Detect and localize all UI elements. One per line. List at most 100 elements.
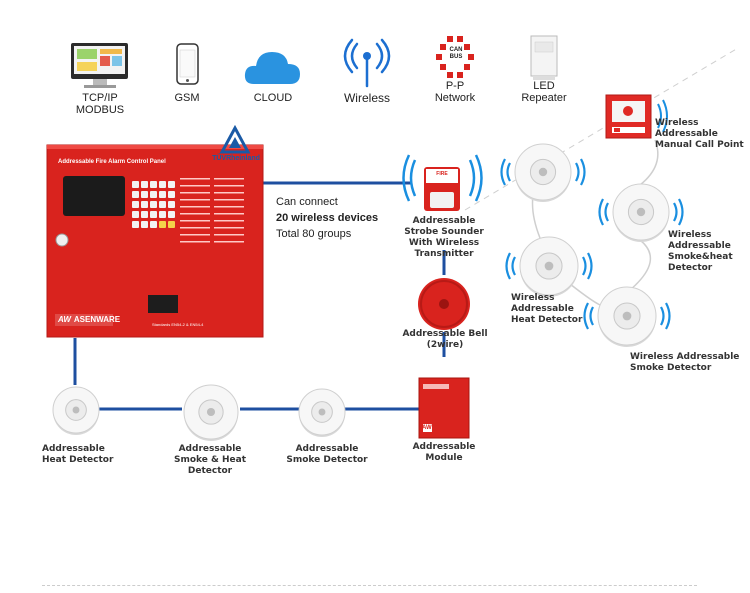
keypad-key: [141, 181, 148, 188]
wireless-detector-top-icon: [500, 143, 586, 202]
lcd-screen: [63, 176, 125, 216]
strobe-sounder-icon: [402, 154, 483, 211]
led-row: [180, 192, 210, 194]
panel-model-text: Standards EN54-2 & EN54-4: [152, 322, 204, 327]
bus-wiring: [73, 181, 446, 411]
led-row: [180, 199, 210, 201]
wireless-smoke-detector-icon: [583, 286, 671, 347]
addressable-module-icon: [418, 377, 470, 439]
phone-icon: [176, 43, 199, 85]
keypad-key: [132, 191, 139, 198]
panel-keypad: [132, 181, 175, 228]
keypad-key: [141, 221, 148, 228]
smoke-detector-icon: [298, 388, 346, 437]
keypad-key: [159, 201, 166, 208]
strobe-fire-tag: FIRE: [436, 171, 448, 177]
led-row: [214, 241, 244, 243]
bottom-divider: [42, 585, 697, 586]
label-bell: Addressable Bell(2wire): [402, 329, 488, 350]
led-row: [214, 199, 244, 201]
heat-detector-icon: [52, 386, 100, 435]
keypad-key: [132, 211, 139, 218]
keypad-key: [150, 201, 157, 208]
wireless-smoke-heat-detector-icon: [598, 183, 684, 242]
module-mark: AW: [422, 425, 432, 431]
connect-text: Can connect 20 wireless devices Total 80…: [276, 194, 378, 242]
keypad-key: [150, 181, 157, 188]
keypad-key: [132, 221, 139, 228]
led-row: [214, 227, 244, 229]
led-row: [214, 185, 244, 187]
keypad-key: [141, 201, 148, 208]
keypad-key: [168, 221, 175, 228]
label-gsm: GSM: [174, 92, 200, 104]
led-row: [180, 213, 210, 215]
label-wireless: Wireless: [343, 91, 390, 105]
led-row: [180, 220, 210, 222]
smoke-heat-detector-icon: [183, 384, 239, 441]
led-row: [214, 206, 244, 208]
keypad-key: [168, 211, 175, 218]
led-row: [180, 234, 210, 236]
detector-icons: [52, 143, 684, 441]
led-row: [180, 241, 210, 243]
keypad-key: [150, 191, 157, 198]
network-icon: [436, 36, 474, 78]
label-cloud: CLOUD: [253, 92, 293, 104]
keypad-key: [141, 211, 148, 218]
led-row: [214, 234, 244, 236]
keypad-key: [159, 181, 166, 188]
keypad-key: [132, 201, 139, 208]
keypad-key: [159, 221, 166, 228]
tuv-label: TÜVRheinland: [212, 155, 260, 162]
wireless-link: [629, 239, 652, 291]
wireless-heat-detector-icon: [505, 236, 593, 297]
computer-icon: [71, 43, 128, 88]
led-row: [180, 206, 210, 208]
keypad-key: [168, 201, 175, 208]
keypad-key: [159, 191, 166, 198]
keypad-key: [150, 211, 157, 218]
repeater-icon: [530, 35, 558, 80]
panel-led-indicators: [180, 178, 244, 243]
tuv-logo-icon: [219, 124, 251, 154]
led-row: [214, 178, 244, 180]
wireless-antenna-icon: [343, 38, 391, 88]
led-row: [214, 220, 244, 222]
keypad-key: [141, 191, 148, 198]
keypad-key: [150, 221, 157, 228]
keypad-key: [132, 181, 139, 188]
led-row: [214, 192, 244, 194]
connect-line-2: 20 wireless devices: [276, 212, 379, 224]
led-row: [180, 185, 210, 187]
printer-slot: [148, 295, 178, 313]
alarm-bell-icon: [418, 278, 470, 330]
panel-title: Addressable Fire Alarm Control Panel: [58, 159, 166, 165]
led-row: [214, 213, 244, 215]
cloud-icon: [244, 52, 300, 84]
led-row: [180, 178, 210, 180]
keypad-key: [159, 211, 166, 218]
manual-call-point-icon: [605, 94, 668, 139]
connect-line-1: Can connect: [276, 196, 338, 208]
wireless-range-line: [464, 47, 739, 211]
led-row: [180, 227, 210, 229]
key-switch: [55, 233, 69, 247]
keypad-key: [168, 191, 175, 198]
wireless-link: [639, 139, 659, 186]
